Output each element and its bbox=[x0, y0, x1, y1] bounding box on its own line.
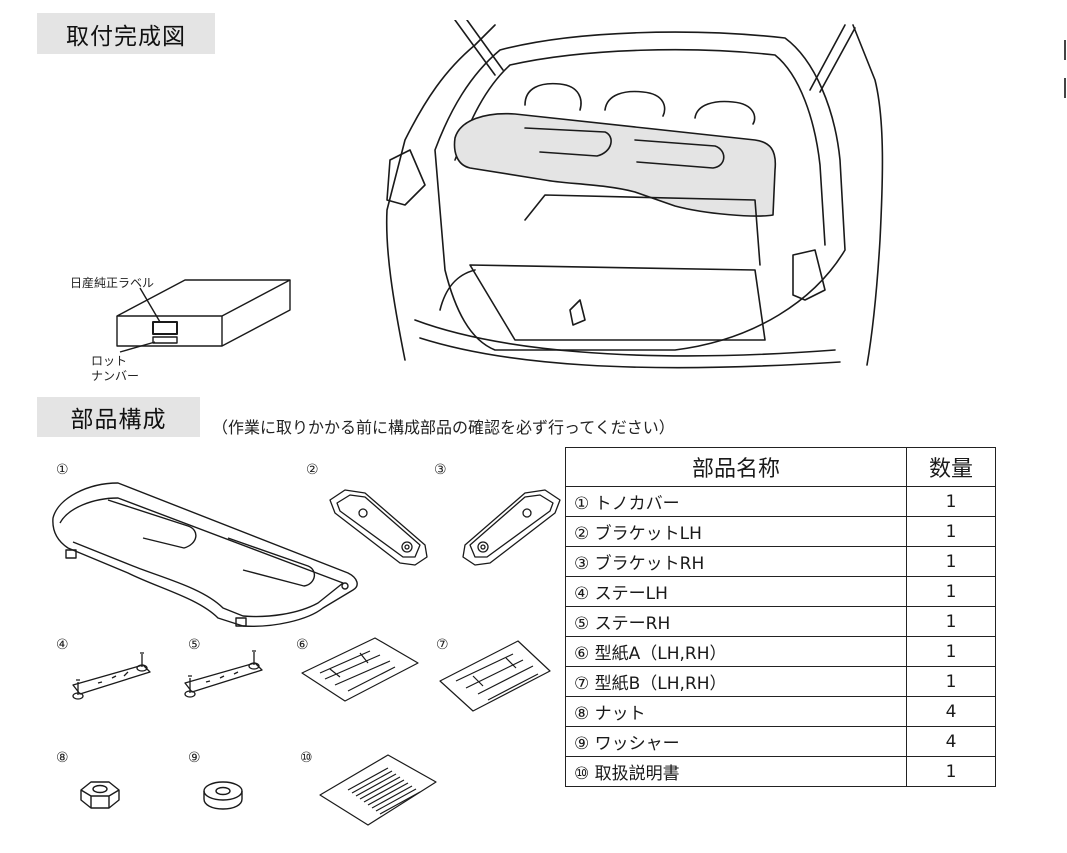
part-name: ⑦ 型紙B（LH,RH） bbox=[565, 666, 907, 697]
part-number-10: ⑩ bbox=[300, 750, 313, 766]
lot-number-line1: ロット bbox=[91, 354, 128, 368]
header-quantity: 数量 bbox=[906, 447, 996, 487]
part-number-5: ⑤ bbox=[188, 637, 201, 653]
part-number-7: ⑦ bbox=[436, 637, 449, 653]
instruction-manual-illustration bbox=[319, 754, 437, 826]
part-number-2: ② bbox=[306, 462, 319, 478]
stay-rh-illustration bbox=[184, 650, 263, 698]
bracket-lh-illustration bbox=[329, 489, 428, 566]
part-qty: 1 bbox=[906, 756, 996, 787]
part-name: ① トノカバー bbox=[565, 486, 907, 517]
header-part-name: 部品名称 bbox=[565, 447, 907, 487]
nissan-genuine-label-callout: 日産純正ラベル bbox=[70, 276, 155, 290]
part-number-3: ③ bbox=[434, 462, 447, 478]
part-qty: 1 bbox=[906, 576, 996, 607]
lot-number-line2: ナンバー bbox=[91, 369, 140, 383]
package-box-illustration bbox=[116, 279, 291, 353]
part-name: ⑨ ワッシャー bbox=[565, 726, 907, 757]
part-name: ⑤ ステーRH bbox=[565, 606, 907, 637]
part-name: ⑥ 型紙A（LH,RH） bbox=[565, 636, 907, 667]
part-number-1: ① bbox=[56, 462, 69, 478]
bracket-rh-illustration bbox=[462, 489, 561, 566]
part-number-6: ⑥ bbox=[296, 637, 309, 653]
part-qty: 1 bbox=[906, 546, 996, 577]
parts-composition-title: 部品構成 bbox=[37, 397, 200, 437]
part-qty: 1 bbox=[906, 606, 996, 637]
washer-illustration bbox=[203, 781, 243, 810]
part-name: ⑩ 取扱説明書 bbox=[565, 756, 907, 787]
part-name: ⑧ ナット bbox=[565, 696, 907, 727]
template-a-illustration bbox=[301, 637, 419, 702]
page-edge-mark bbox=[1064, 78, 1066, 98]
part-name: ④ ステーLH bbox=[565, 576, 907, 607]
part-number-4: ④ bbox=[56, 637, 69, 653]
part-qty: 1 bbox=[906, 486, 996, 517]
parts-check-note: （作業に取りかかる前に構成部品の確認を必ず行ってください） bbox=[212, 418, 675, 437]
lot-number-callout: ロット ナンバー bbox=[91, 354, 139, 384]
tonneau-cover-illustration bbox=[52, 482, 358, 628]
part-qty: 1 bbox=[906, 666, 996, 697]
part-qty: 1 bbox=[906, 636, 996, 667]
part-number-8: ⑧ bbox=[56, 750, 69, 766]
part-name: ③ ブラケットRH bbox=[565, 546, 907, 577]
page-edge-mark bbox=[1064, 40, 1066, 60]
table-row: ⑥ 型紙A（LH,RH）1 bbox=[565, 636, 996, 667]
part-name: ② ブラケットLH bbox=[565, 516, 907, 547]
vehicle-installed-illustration bbox=[385, 20, 884, 369]
table-row: ⑦ 型紙B（LH,RH）1 bbox=[565, 666, 996, 697]
part-qty: 1 bbox=[906, 516, 996, 547]
part-number-9: ⑨ bbox=[188, 750, 201, 766]
install-complete-title: 取付完成図 bbox=[37, 13, 215, 54]
nut-illustration bbox=[80, 781, 120, 809]
stay-lh-illustration bbox=[72, 652, 151, 700]
parts-table-header: 部品名称 数量 bbox=[565, 447, 996, 487]
part-qty: 4 bbox=[906, 696, 996, 727]
template-b-illustration bbox=[439, 640, 551, 712]
part-qty: 4 bbox=[906, 726, 996, 757]
